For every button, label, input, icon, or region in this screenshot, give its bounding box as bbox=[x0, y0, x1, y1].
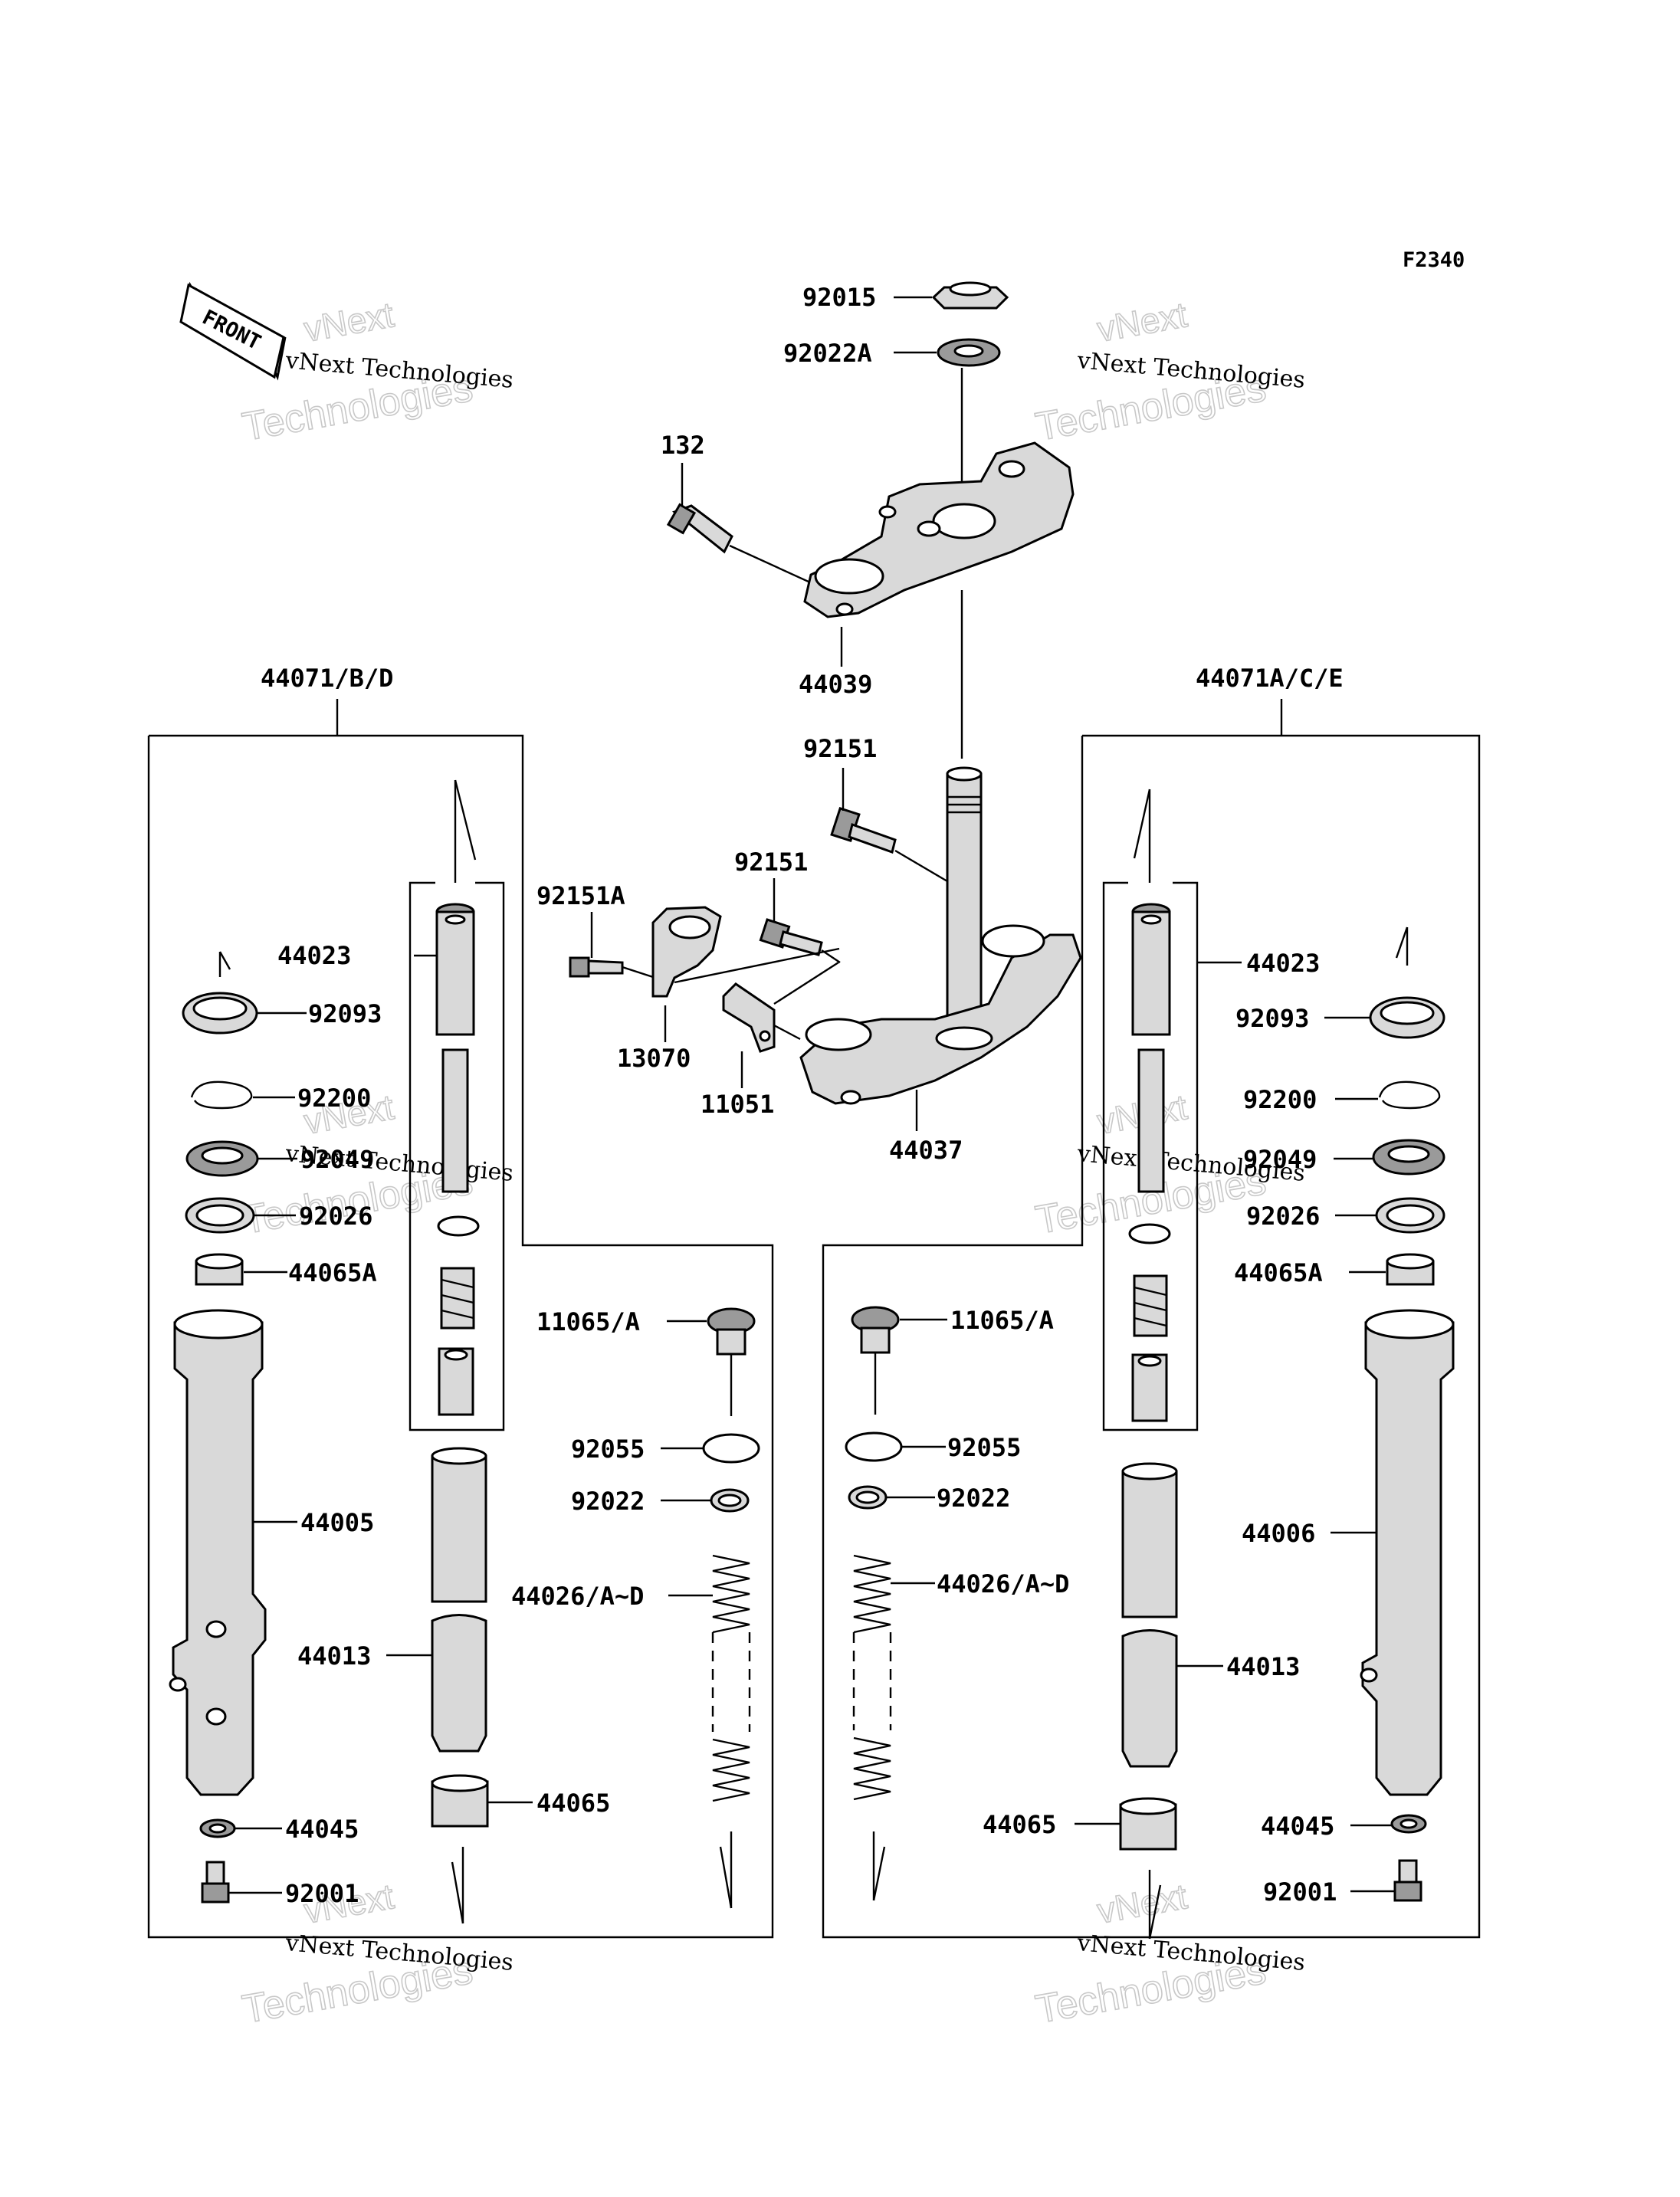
left-cylinder-44013: 44013 bbox=[297, 1447, 487, 1753]
left-circlip-92200: 92200 bbox=[190, 1080, 371, 1113]
label-44065-left: 44065 bbox=[536, 1789, 610, 1818]
label-44005: 44005 bbox=[300, 1508, 374, 1537]
label-44045-left: 44045 bbox=[285, 1815, 359, 1844]
right-cylinder-44013: 44013 bbox=[1121, 1462, 1300, 1768]
bolt-92151A: 92151A bbox=[536, 881, 654, 979]
plate-11051: 11051 bbox=[701, 982, 801, 1119]
label-92093-right: 92093 bbox=[1235, 1004, 1309, 1033]
watermark-top-left: vNext Technologies vNext Technologies bbox=[238, 293, 514, 450]
label-92022-right: 92022 bbox=[937, 1484, 1010, 1513]
label-44026-left: 44026/A~D bbox=[511, 1582, 644, 1611]
stem-bolt-92151: 92151 bbox=[803, 734, 948, 883]
svg-text:vNext: vNext bbox=[1094, 1876, 1190, 1931]
right-spring-44026: 44026/A~D bbox=[852, 1554, 1069, 1901]
label-92151-mid: 92151 bbox=[734, 848, 808, 877]
label-92022A: 92022A bbox=[783, 339, 872, 368]
label-44037: 44037 bbox=[889, 1136, 963, 1165]
label-92093-left: 92093 bbox=[308, 999, 382, 1028]
label-44006: 44006 bbox=[1242, 1519, 1315, 1548]
left-inner-tube-44023: 44023 bbox=[277, 903, 475, 1193]
label-44071A-C-E: 44071A/C/E bbox=[1196, 664, 1344, 693]
left-oil-seal-92049: 92049 bbox=[185, 1140, 374, 1177]
label-132: 132 bbox=[661, 431, 705, 460]
right-circlip-92200: 92200 bbox=[1243, 1080, 1441, 1114]
guide-leader bbox=[674, 947, 840, 984]
guide-13070: 13070 bbox=[617, 906, 722, 1073]
right-outer-tube-44006: 44006 bbox=[1242, 1309, 1455, 1796]
right-bushing-44065A: 44065A bbox=[1234, 1253, 1435, 1287]
label-92200-right: 92200 bbox=[1243, 1085, 1317, 1114]
left-cap-bolt-11065A: 11065/A bbox=[536, 1307, 756, 1416]
left-guide-bush-44065: 44065 bbox=[431, 1774, 610, 1924]
label-92022-left: 92022 bbox=[571, 1487, 645, 1516]
label-92055-left: 92055 bbox=[571, 1435, 645, 1464]
left-drain-bolt-92001: 92001 bbox=[201, 1861, 359, 1908]
watermark-top-right: vNext Technologies vNext Technologies bbox=[1032, 293, 1306, 450]
right-drain-bolt-92001: 92001 bbox=[1263, 1859, 1422, 1907]
right-washer-92026: 92026 bbox=[1246, 1197, 1445, 1234]
label-92015: 92015 bbox=[802, 283, 876, 312]
right-dust-seal-92093: 92093 bbox=[1235, 926, 1445, 1039]
label-44023-left: 44023 bbox=[277, 941, 351, 970]
left-fork-assembly: 44071/B/D 44023 bbox=[147, 664, 774, 1939]
top-washer-92022A: 92022A bbox=[783, 338, 1001, 368]
left-dust-seal-92093: 92093 bbox=[182, 951, 382, 1035]
right-ring-washer-92022: 92022 bbox=[848, 1484, 1010, 1513]
left-bushing-44065A: 44065A bbox=[195, 1253, 377, 1287]
label-11065A-left: 11065/A bbox=[536, 1307, 640, 1336]
upper-bolt-132: 132 bbox=[661, 431, 838, 596]
label-44065A-left: 44065A bbox=[288, 1258, 377, 1287]
label-13070: 13070 bbox=[617, 1044, 691, 1073]
label-92026-right: 92026 bbox=[1246, 1202, 1320, 1231]
left-ring-washer-92022: 92022 bbox=[571, 1487, 750, 1516]
left-washer-92026: 92026 bbox=[185, 1197, 372, 1234]
label-44071-B-D: 44071/B/D bbox=[261, 664, 393, 693]
right-inner-parts bbox=[1128, 1223, 1171, 1422]
right-guide-bush-44065: 44065 bbox=[983, 1797, 1177, 1940]
watermark-bottom-left: vNext Technologies vNext Technologies bbox=[238, 1875, 514, 2032]
left-oring-92055: 92055 bbox=[571, 1433, 760, 1464]
label-92026-left: 92026 bbox=[299, 1202, 372, 1231]
right-fork-assembly: 44071A/C/E 44023 bbox=[822, 664, 1481, 1940]
label-44065-right: 44065 bbox=[983, 1810, 1056, 1839]
upper-bracket-44039: 44039 bbox=[799, 441, 1075, 699]
right-gasket-44045: 44045 bbox=[1261, 1812, 1427, 1841]
label-44013-right: 44013 bbox=[1226, 1652, 1300, 1681]
label-11065A-right: 11065/A bbox=[950, 1306, 1054, 1335]
steering-stem-44037: 44037 bbox=[799, 766, 1082, 1165]
label-44026-right: 44026/A~D bbox=[937, 1569, 1069, 1599]
label-92001-right: 92001 bbox=[1263, 1877, 1337, 1907]
label-92001-left: 92001 bbox=[285, 1879, 359, 1908]
plate-leader bbox=[773, 961, 839, 1005]
left-gasket-44045: 44045 bbox=[199, 1815, 359, 1844]
svg-text:vNext: vNext bbox=[1094, 294, 1190, 349]
label-11051: 11051 bbox=[701, 1090, 774, 1119]
label-44065A-right: 44065A bbox=[1234, 1258, 1323, 1287]
left-inner-parts bbox=[437, 1215, 480, 1416]
svg-text:vNext: vNext bbox=[301, 294, 397, 349]
label-92200-left: 92200 bbox=[297, 1084, 371, 1113]
right-inner-tube-44023: 44023 bbox=[1131, 903, 1320, 1193]
right-oil-seal-92049: 92049 bbox=[1243, 1139, 1445, 1176]
front-arrow-icon: FRONT bbox=[179, 281, 287, 381]
right-oring-92055: 92055 bbox=[845, 1431, 1021, 1462]
clamp-bolt-92151: 92151 bbox=[734, 848, 841, 963]
label-92049-left: 92049 bbox=[300, 1145, 374, 1174]
left-outer-tube-44005: 44005 bbox=[169, 1309, 374, 1796]
diagram-code: F2340 bbox=[1403, 248, 1465, 272]
label-44023-right: 44023 bbox=[1246, 949, 1320, 978]
label-92055-right: 92055 bbox=[947, 1433, 1021, 1462]
label-44013-left: 44013 bbox=[297, 1641, 371, 1671]
label-92151A: 92151A bbox=[536, 881, 625, 910]
label-44045-right: 44045 bbox=[1261, 1812, 1334, 1841]
label-92151-top: 92151 bbox=[803, 734, 877, 763]
right-cap-bolt-11065A: 11065/A bbox=[851, 1306, 1054, 1415]
label-92049-right: 92049 bbox=[1243, 1145, 1317, 1174]
label-44039: 44039 bbox=[799, 670, 872, 699]
left-spring-44026: 44026/A~D bbox=[511, 1554, 751, 1909]
top-nut-92015: 92015 bbox=[802, 281, 1009, 312]
